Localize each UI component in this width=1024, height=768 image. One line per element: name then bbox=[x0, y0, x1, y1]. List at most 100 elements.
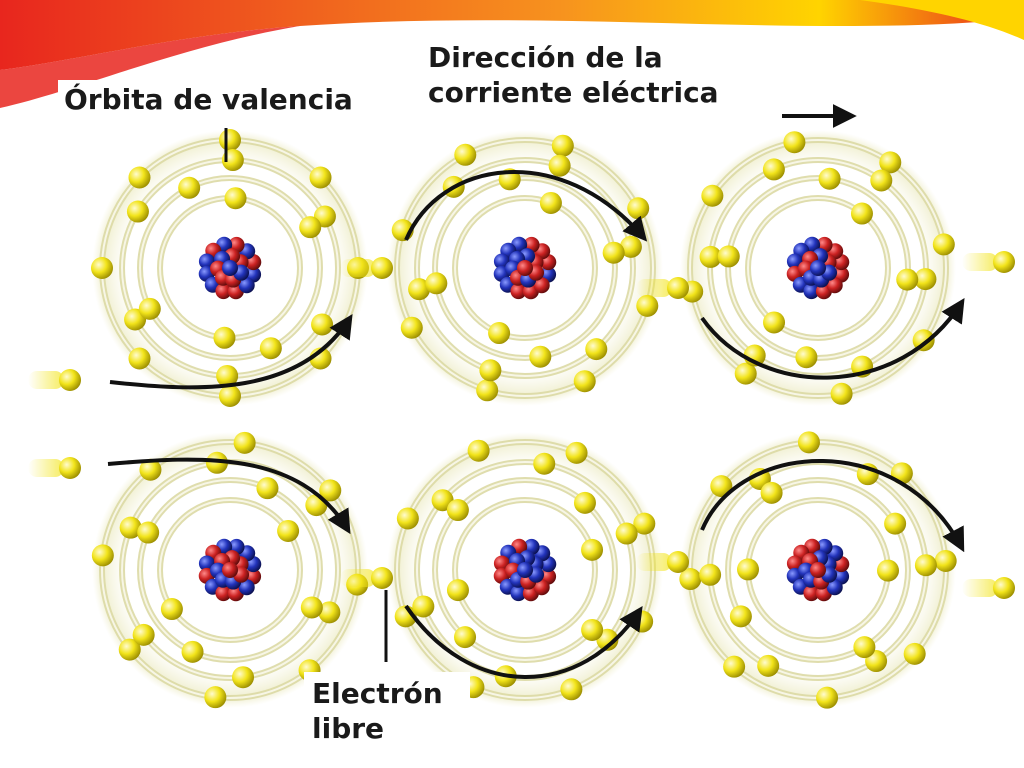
electron-motion-trail bbox=[340, 259, 376, 277]
electron bbox=[850, 202, 873, 225]
electron bbox=[699, 245, 722, 268]
electron bbox=[454, 143, 477, 166]
electron bbox=[783, 131, 806, 154]
electron bbox=[757, 654, 780, 677]
electron bbox=[762, 158, 785, 181]
free-electron bbox=[993, 251, 1015, 273]
electron bbox=[400, 316, 423, 339]
free-electron-label: Electrón libre bbox=[304, 672, 470, 750]
orbit-ring-highlight bbox=[454, 197, 596, 339]
orbit-ring-highlight bbox=[159, 499, 301, 641]
electron bbox=[233, 431, 256, 454]
free-electron bbox=[59, 457, 81, 479]
proton bbox=[810, 562, 826, 578]
electron bbox=[467, 439, 490, 462]
electron bbox=[795, 346, 818, 369]
electron bbox=[853, 636, 876, 659]
electron bbox=[797, 431, 820, 454]
proton bbox=[533, 277, 550, 294]
valence-orbit-label: Órbita de valencia bbox=[58, 80, 359, 119]
electron bbox=[737, 558, 760, 581]
atom bbox=[387, 432, 663, 708]
electron bbox=[300, 596, 323, 619]
proton bbox=[215, 283, 232, 300]
neutron bbox=[826, 579, 843, 596]
proton bbox=[533, 579, 550, 596]
electron bbox=[479, 359, 502, 382]
electron bbox=[581, 538, 604, 561]
electron bbox=[446, 579, 469, 602]
electron bbox=[311, 313, 334, 336]
nucleus bbox=[198, 236, 262, 300]
neutron bbox=[803, 283, 820, 300]
electron bbox=[309, 166, 332, 189]
free-electron bbox=[993, 577, 1015, 599]
current-direction-label: Dirección de la corriente eléctrica bbox=[420, 36, 776, 114]
atoms-layer bbox=[91, 129, 957, 709]
electron bbox=[205, 451, 228, 474]
electron bbox=[551, 134, 574, 157]
electron bbox=[299, 216, 322, 239]
electron bbox=[679, 568, 702, 591]
electron bbox=[160, 598, 183, 621]
electron-flow-arrow bbox=[700, 459, 965, 553]
electron bbox=[318, 601, 341, 624]
electron bbox=[118, 638, 141, 661]
atom bbox=[91, 431, 369, 709]
electron bbox=[914, 554, 937, 577]
electron bbox=[204, 686, 227, 709]
electron bbox=[132, 623, 155, 646]
banner-swoosh-shadow bbox=[0, 26, 300, 108]
electron bbox=[277, 519, 300, 542]
electron bbox=[760, 481, 783, 504]
free-electrons-layer bbox=[28, 251, 1015, 599]
electron bbox=[259, 337, 282, 360]
electron bbox=[723, 655, 746, 678]
electron bbox=[903, 642, 926, 665]
proton bbox=[517, 260, 533, 276]
orbit-ring-highlight bbox=[689, 139, 947, 397]
proton bbox=[510, 283, 527, 300]
proton bbox=[222, 562, 238, 578]
electron bbox=[636, 294, 659, 317]
electron bbox=[870, 169, 893, 192]
electron bbox=[631, 610, 654, 633]
banner-swoosh bbox=[0, 0, 1024, 70]
electron-flow-arrow bbox=[107, 457, 351, 535]
electron bbox=[763, 311, 786, 334]
electron bbox=[224, 187, 247, 210]
electron bbox=[627, 197, 650, 220]
electron bbox=[914, 268, 937, 291]
electron bbox=[615, 522, 638, 545]
orbit-ring-highlight bbox=[139, 479, 321, 661]
electron bbox=[219, 129, 241, 151]
electron-flow-arrow bbox=[404, 170, 648, 242]
electron bbox=[585, 338, 608, 361]
electron bbox=[126, 200, 149, 223]
electron bbox=[305, 494, 328, 517]
electron bbox=[139, 458, 162, 481]
electron bbox=[710, 475, 733, 498]
electron-motion-trail bbox=[28, 371, 64, 389]
electron bbox=[573, 491, 596, 514]
free-electron bbox=[667, 277, 689, 299]
nucleus bbox=[493, 236, 557, 300]
electron bbox=[138, 297, 161, 320]
electron bbox=[488, 322, 511, 345]
banner-swoosh-right bbox=[860, 0, 1024, 40]
atom bbox=[91, 129, 369, 407]
electron bbox=[633, 512, 656, 535]
neutron bbox=[238, 579, 255, 596]
electron bbox=[934, 549, 957, 572]
electron-motion-trail bbox=[340, 569, 376, 587]
electron bbox=[717, 245, 740, 268]
nucleus bbox=[198, 538, 262, 602]
electron bbox=[408, 278, 431, 301]
electron bbox=[446, 499, 469, 522]
orbit-ring-highlight bbox=[727, 177, 909, 359]
electron bbox=[119, 516, 142, 539]
nucleus bbox=[786, 538, 850, 602]
electron bbox=[565, 441, 588, 464]
electron bbox=[213, 326, 236, 349]
